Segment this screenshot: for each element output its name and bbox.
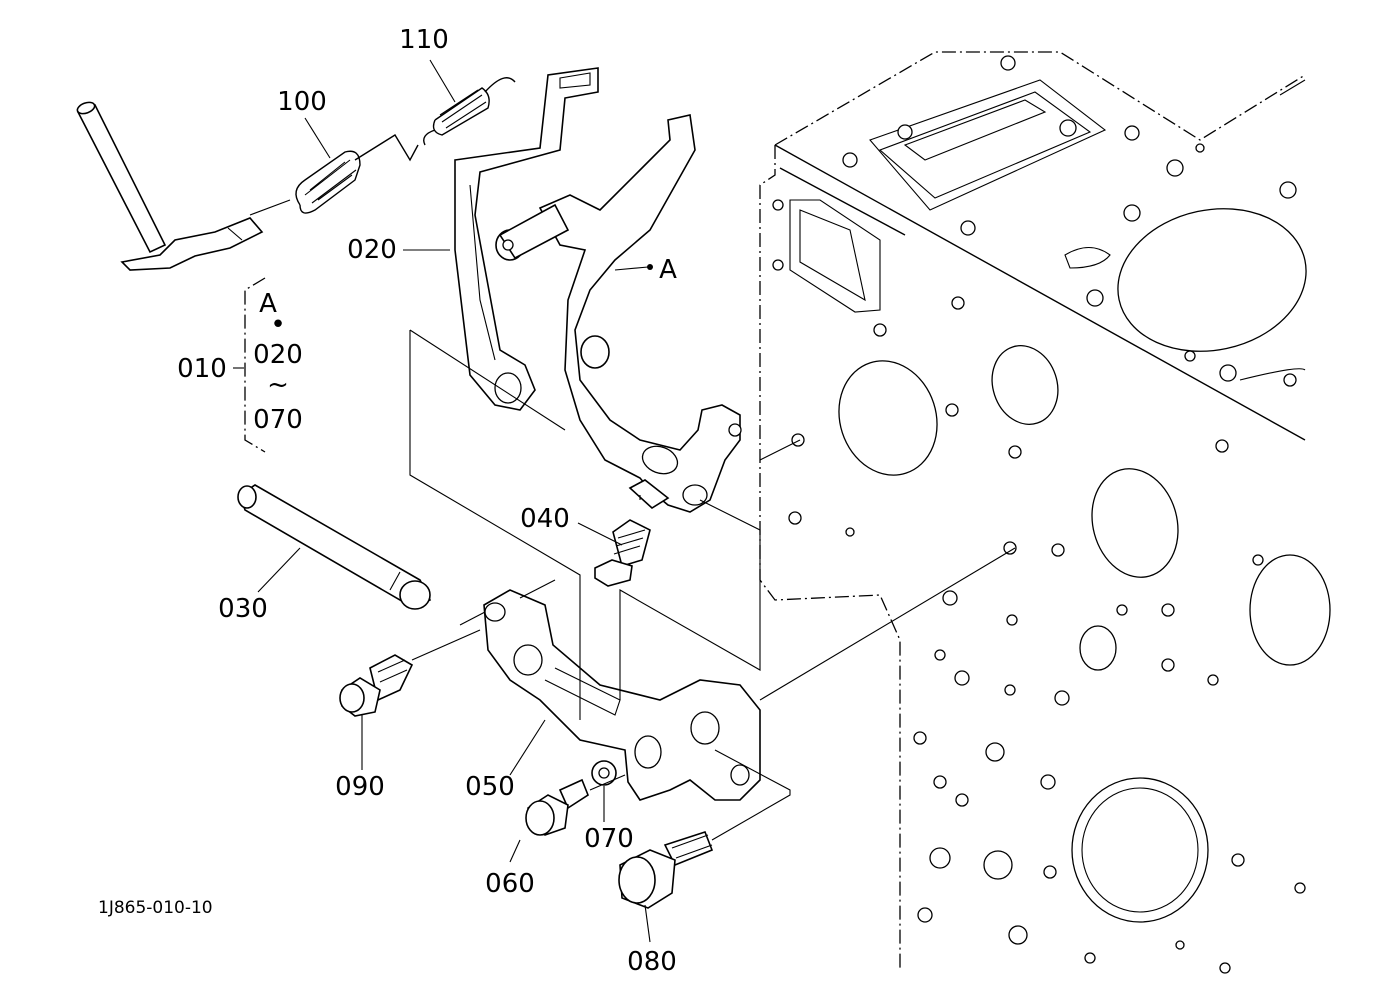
callout-060: 060 <box>485 869 535 899</box>
part-050-bracket <box>483 589 761 801</box>
bracket-from: 020 <box>253 340 303 370</box>
part-a-shift-fork <box>495 114 742 513</box>
part-030-shaft <box>237 484 432 610</box>
spring-110 <box>423 77 516 146</box>
callout-090: 090 <box>335 772 385 802</box>
assembly-lines <box>409 329 1016 841</box>
callout-a: A <box>659 255 677 285</box>
callout-labels: 110 100 020 A 010 040 030 090 050 070 06… <box>177 25 677 977</box>
callout-040: 040 <box>520 504 570 534</box>
part-060-bolt <box>525 778 589 836</box>
transmission-case <box>759 51 1331 974</box>
bracket-tilde: ~ <box>267 370 289 400</box>
callout-010: 010 <box>177 354 227 384</box>
bracket-ref-a: A <box>259 289 277 319</box>
callout-110: 110 <box>399 25 449 55</box>
callout-030: 030 <box>218 594 268 624</box>
spring-100 <box>295 134 419 214</box>
bracket-to: 070 <box>253 405 303 435</box>
leader-lines <box>233 59 653 943</box>
drawing-code: 1J865-010-10 <box>98 898 213 918</box>
callout-020: 020 <box>347 235 397 265</box>
callout-070: 070 <box>584 824 634 854</box>
assembly-bracket-010: A • 020 ~ 070 <box>244 277 303 453</box>
part-090-bolt <box>339 654 414 717</box>
callout-100: 100 <box>277 87 327 117</box>
callout-080: 080 <box>627 947 677 977</box>
part-100-assembly <box>76 101 419 271</box>
callout-050: 050 <box>465 772 515 802</box>
part-070-washer <box>591 760 617 786</box>
part-040-bolt <box>594 519 651 587</box>
part-080-bolt <box>618 831 714 909</box>
bracket-dot: • <box>270 310 285 340</box>
part-020-lever <box>454 67 599 411</box>
case-bolt-holes <box>772 55 1306 974</box>
